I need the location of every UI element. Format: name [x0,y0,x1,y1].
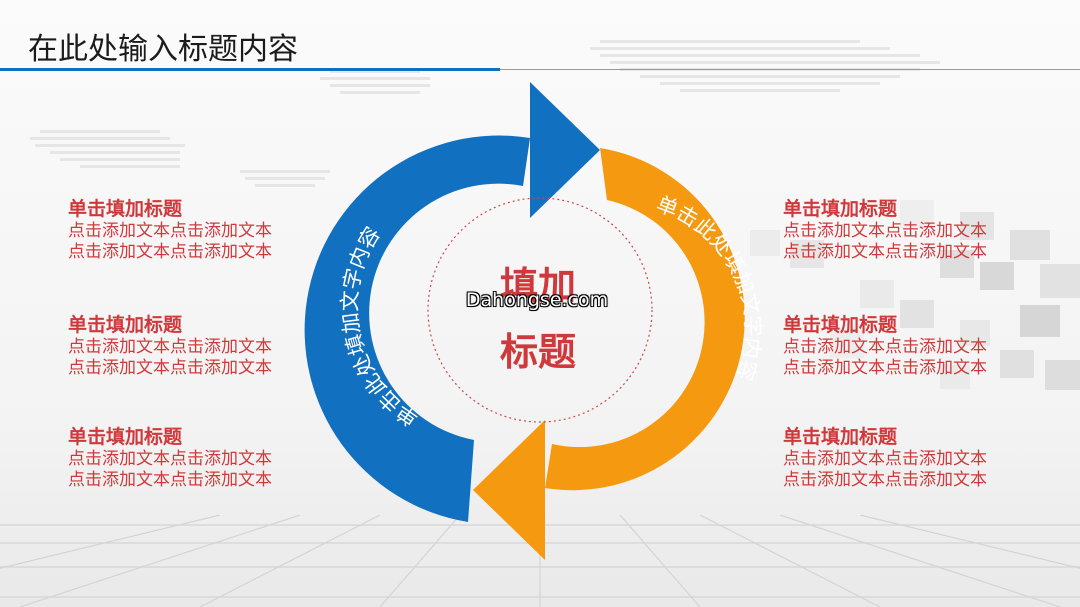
block-title[interactable]: 单击填加标题 [783,426,898,448]
center-title-line1[interactable]: 填加 [499,264,576,308]
block-title[interactable]: 单击填加标题 [783,198,898,220]
block-line[interactable]: 点击添加文本点击添加文本 [68,242,272,262]
center-title-line2[interactable]: 标题 [499,330,576,374]
blue-arrow-head [530,82,600,218]
left-text-block-1[interactable]: 单击填加标题 点击添加文本点击添加文本 点击添加文本点击添加文本 [68,197,308,263]
block-line[interactable]: 点击添加文本点击添加文本 [783,358,987,378]
right-text-block-2[interactable]: 单击填加标题 点击添加文本点击添加文本 点击添加文本点击添加文本 [783,313,1023,379]
blue-cycle-arrow [304,135,530,522]
orange-cycle-arrow [545,148,745,491]
block-line[interactable]: 点击添加文本点击添加文本 [68,470,272,490]
block-title[interactable]: 单击填加标题 [68,314,183,336]
watermark-text: Dahongse.com [465,289,609,311]
block-title[interactable]: 单击填加标题 [783,314,898,336]
block-line[interactable]: 点击添加文本点击添加文本 [783,470,987,490]
block-line[interactable]: 点击添加文本点击添加文本 [68,337,272,357]
block-line[interactable]: 点击添加文本点击添加文本 [783,242,987,262]
orange-arrow-head [473,420,545,560]
block-line[interactable]: 点击添加文本点击添加文本 [783,221,987,241]
block-title[interactable]: 单击填加标题 [68,198,183,220]
block-line[interactable]: 点击添加文本点击添加文本 [783,449,987,469]
block-line[interactable]: 点击添加文本点击添加文本 [68,358,272,378]
title-underline-accent [0,68,500,71]
right-text-block-3[interactable]: 单击填加标题 点击添加文本点击添加文本 点击添加文本点击添加文本 [783,425,1023,491]
block-line[interactable]: 点击添加文本点击添加文本 [68,449,272,469]
world-map-background [30,40,940,187]
right-text-block-1[interactable]: 单击填加标题 点击添加文本点击添加文本 点击添加文本点击添加文本 [783,197,1023,263]
block-line[interactable]: 点击添加文本点击添加文本 [783,337,987,357]
inner-dashed-circle [427,197,653,423]
page-title[interactable]: 在此处输入标题内容 [28,32,298,67]
left-text-block-2[interactable]: 单击填加标题 点击添加文本点击添加文本 点击添加文本点击添加文本 [68,313,308,379]
title-underline [500,69,1080,70]
left-text-block-3[interactable]: 单击填加标题 点击添加文本点击添加文本 点击添加文本点击添加文本 [68,425,308,491]
block-line[interactable]: 点击添加文本点击添加文本 [68,221,272,241]
block-title[interactable]: 单击填加标题 [68,426,183,448]
